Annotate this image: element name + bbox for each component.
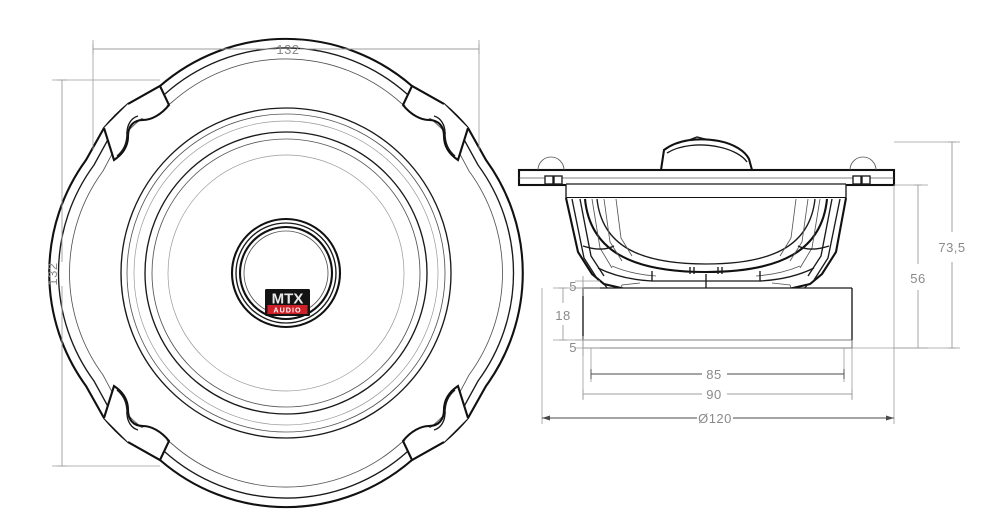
mount-rivet-right-a [852, 175, 862, 185]
front-tweeter-ring-inner [238, 225, 334, 321]
tweeter-dome-outline [659, 138, 754, 171]
dimension-front-height-label: 132 [45, 262, 60, 285]
side-view [517, 136, 896, 349]
gasket-fill [566, 184, 846, 198]
basket-cone-profile-inner [596, 198, 816, 265]
dimension-cutout-diameter-label: Ø120 [698, 411, 732, 426]
dimension-magnet-top-gap-label: 5 [569, 279, 577, 294]
spoke-l1 [571, 198, 599, 281]
spoke-l4 [603, 198, 623, 262]
basket-fill [566, 198, 846, 293]
spoke-web-r2 [759, 267, 815, 282]
logo-brand-text: MTX [272, 291, 304, 308]
tab-top-left [102, 84, 171, 162]
spoke-r5 [779, 198, 797, 257]
spoke-r3 [799, 198, 821, 269]
tweeter-dome-seam [666, 144, 748, 163]
tab-bottom-right-fill [404, 388, 468, 460]
tweeter-dome-apex [688, 136, 706, 141]
dimension-front-width-label: 132 [276, 42, 299, 57]
front-surround-mid [126, 113, 446, 433]
basket-spokes-left [571, 198, 657, 282]
mount-rivet-left-b [553, 175, 563, 185]
front-surround-outer [120, 107, 452, 439]
logo-subtitle-text: AUDIO [273, 305, 301, 314]
tab-bottom-right-hook [433, 389, 456, 431]
dimension-mount-depth-label: 56 [910, 271, 925, 286]
dim-arrow-120-right [886, 415, 894, 421]
front-view: MTX AUDIO [48, 37, 524, 509]
spoke-r1 [813, 198, 841, 281]
basket-spokes-right [755, 198, 841, 282]
dimension-magnet-bottom-gap-label: 5 [569, 340, 577, 355]
front-surround-inner [133, 120, 439, 426]
mount-rivet-left-a [544, 175, 554, 185]
spoke-l5 [615, 198, 633, 257]
spoke-web-l1 [582, 245, 615, 250]
side-view-dimensions: 73,5 56 5 18 5 85 [541, 141, 965, 426]
dimension-overall-depth-label: 73,5 [938, 240, 965, 255]
mount-tab-arc-left [537, 156, 565, 171]
dimension-basket-width-label: 90 [706, 387, 721, 402]
front-tweeter-ring-mid [235, 222, 337, 324]
front-view-dimensions: 132 132 [45, 40, 480, 467]
dimension-magnet-width-label: 85 [706, 367, 721, 382]
tab-top-right [401, 84, 470, 162]
front-mount-tabs [102, 84, 470, 462]
front-tweeter-ring-outer [230, 217, 342, 329]
front-cone-outer [151, 138, 421, 408]
basket-cone-profile [583, 198, 829, 274]
mtx-logo: MTX AUDIO [265, 289, 310, 316]
logo-red-bar [267, 305, 308, 314]
tab-top-left-hook [116, 115, 139, 157]
dimension-magnet-height-label: 18 [555, 308, 570, 323]
flange-plate-fill [519, 170, 894, 185]
tab-top-left-fill [104, 86, 168, 158]
magnet-block-fill [583, 288, 852, 340]
tab-top-right-fill [404, 86, 468, 158]
dim-arrow-120-left [542, 415, 550, 421]
tab-bottom-left [102, 384, 171, 462]
spoke-web-l2 [597, 267, 653, 282]
spoke-r4 [789, 198, 809, 262]
tab-top-right-hook [433, 115, 456, 157]
tab-bottom-left-fill [104, 388, 168, 460]
front-cone-ring [167, 154, 405, 392]
tab-bottom-right [401, 384, 470, 462]
mount-rivet-right-b [861, 175, 871, 185]
mount-tab-arc-right [849, 156, 877, 171]
spoke-web-r1 [797, 245, 830, 250]
front-cone-edge [144, 131, 428, 415]
spoke-l3 [591, 198, 613, 269]
tab-bottom-left-hook [116, 389, 139, 431]
